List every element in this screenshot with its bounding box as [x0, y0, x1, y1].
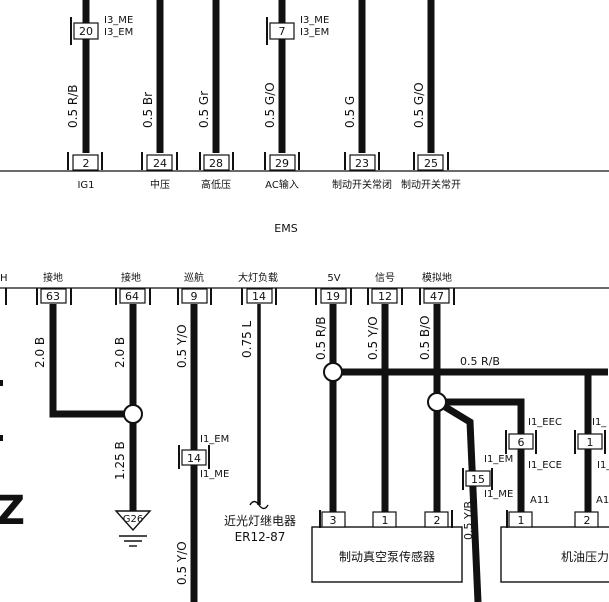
- inline-connector-7: 7 I3_ME I3_EM: [266, 15, 329, 45]
- pin-number: 24: [153, 157, 167, 170]
- pin-number: 14: [252, 290, 266, 303]
- left-fragment-glyph: Z: [0, 488, 25, 534]
- connector-pin: 14: [187, 452, 201, 465]
- pin-number: 25: [424, 157, 438, 170]
- pin-name: H: [0, 273, 8, 284]
- ems-bottom-pins: 63 64 9 14 19 12 47: [5, 288, 455, 305]
- pin-number: 28: [209, 157, 223, 170]
- connector-label: I1_EM: [484, 454, 513, 465]
- pin-name: 接地: [43, 271, 63, 284]
- oil-pressure-sensor: 1 2 机油压力: [500, 510, 609, 583]
- wire-ground-63: [49, 304, 133, 418]
- pin-number: 23: [355, 157, 369, 170]
- connector-pin: 7: [279, 25, 286, 38]
- sensor-pin: 1: [382, 514, 389, 527]
- top-harness: 20 I3_ME I3_EM 7 I3_ME I3_EM 0.5 R/B 0.5…: [0, 0, 609, 191]
- connector-pin: 6: [518, 436, 525, 449]
- splice-analog-ground: [427, 392, 447, 412]
- pin-name: 接地: [121, 271, 141, 284]
- pin-name: AC输入: [265, 178, 299, 191]
- sensor-name: 制动真空泵传感器: [339, 549, 435, 564]
- bottom-harness: H 接地 接地 巡航 大灯负载 5V 信号 模拟地 63 64 9 14: [0, 271, 609, 602]
- wire-label: 0.5 B/O: [418, 315, 432, 360]
- wire-label: 0.5 Y/O: [366, 316, 380, 360]
- inline-connector-6: 6 I1_EEC I1_ECE A11: [505, 417, 562, 506]
- pin-name: 5V: [327, 273, 340, 284]
- ground-symbol: G26: [114, 510, 152, 547]
- pin-name: 中压: [150, 178, 170, 191]
- pin-name: 信号: [375, 272, 395, 284]
- splice-ground: [123, 404, 143, 424]
- wire-label: 0.5 Y/O: [175, 541, 189, 585]
- connector-label: I3_ME: [104, 15, 133, 26]
- connector-pin: 15: [471, 473, 485, 486]
- relay-terminal: [249, 500, 269, 510]
- connector-pin: 1: [587, 436, 594, 449]
- wire-label: 0.5 Y/O: [175, 324, 189, 368]
- inline-connector-20: 20 I3_ME I3_EM: [70, 15, 133, 45]
- connector-pin: 20: [79, 25, 93, 38]
- pin-number: 29: [275, 157, 289, 170]
- wire-agnd-diag: [435, 399, 482, 602]
- wire-label: 0.5 Y/B: [462, 501, 475, 540]
- wire-agnd-branch: [437, 398, 525, 512]
- sensor-pin: 2: [434, 514, 441, 527]
- pin-name: 制动开关常闭: [332, 178, 392, 191]
- connector-label: A11: [530, 495, 550, 506]
- pin-name: 制动开关常开: [401, 178, 461, 191]
- connector-label: I1_ME: [200, 469, 229, 480]
- connector-label: I3_ME: [300, 15, 329, 26]
- connector-label: I1_EEC: [528, 417, 562, 428]
- pin-number: 12: [378, 290, 392, 303]
- wire-label: 0.5 G/O: [263, 82, 277, 128]
- pin-number: 2: [83, 157, 90, 170]
- pin-name: 高低压: [201, 178, 231, 191]
- left-fragment-mark: [0, 380, 3, 386]
- sensor-pin: 2: [584, 514, 591, 527]
- relay-code: ER12-87: [235, 530, 286, 544]
- wire-label: 2.0 B: [33, 337, 47, 368]
- wire-label: 2.0 B: [113, 337, 127, 368]
- left-fragment-mark: [0, 435, 3, 441]
- brake-vacuum-sensor: 3 1 2 制动真空泵传感器: [311, 510, 463, 583]
- pin-name: 大灯负载: [238, 271, 278, 284]
- sensor-pin: 3: [330, 514, 337, 527]
- connector-label: A1: [596, 495, 609, 506]
- relay-name: 近光灯继电器: [224, 514, 296, 528]
- sensor-pin: 1: [518, 514, 525, 527]
- wire-label: 0.5 Br: [141, 92, 155, 128]
- wire-label: 0.5 R/B: [314, 316, 328, 360]
- wire-label: 1.25 B: [113, 441, 127, 480]
- wire-label: 0.75 L: [240, 320, 254, 358]
- connector-label: I1_: [597, 460, 609, 471]
- wire-label: 0.5 G/O: [412, 82, 426, 128]
- inline-connector-15: 15 I1_EM I1_ME 0.5 Y/B: [462, 454, 513, 540]
- pin-number: 9: [191, 290, 198, 303]
- pin-name: 巡航: [184, 271, 204, 284]
- connector-label: I3_EM: [300, 27, 329, 38]
- sensor-name: 机油压力: [561, 550, 609, 564]
- connector-label: I1_: [592, 417, 607, 428]
- inline-connector-14: 14 I1_EM I1_ME: [178, 434, 229, 480]
- wire-label: 0.5 G: [343, 96, 357, 128]
- pin-name: 模拟地: [422, 271, 452, 284]
- connector-label: I1_ECE: [528, 460, 562, 471]
- ems-label: EMS: [274, 222, 297, 235]
- connector-label: I1_EM: [200, 434, 229, 445]
- wire-label: 0.5 R/B: [66, 84, 80, 128]
- pin-number: 63: [46, 290, 60, 303]
- inline-connector-1: 1 I1_ I1_ A1: [574, 417, 609, 506]
- splice-5v: [323, 362, 343, 382]
- connector-label: I3_EM: [104, 27, 133, 38]
- bus-label: 0.5 R/B: [460, 355, 500, 368]
- wire-label: 0.5 Gr: [197, 91, 211, 128]
- connector-label: I1_ME: [484, 489, 513, 500]
- pin-number: 19: [326, 290, 340, 303]
- pin-number: 64: [125, 290, 139, 303]
- pin-number: 47: [430, 290, 444, 303]
- ground-label: G26: [123, 514, 143, 525]
- pin-name: IG1: [77, 180, 94, 191]
- ems-top-pins: 2 24 28 29 23 25: [67, 152, 449, 171]
